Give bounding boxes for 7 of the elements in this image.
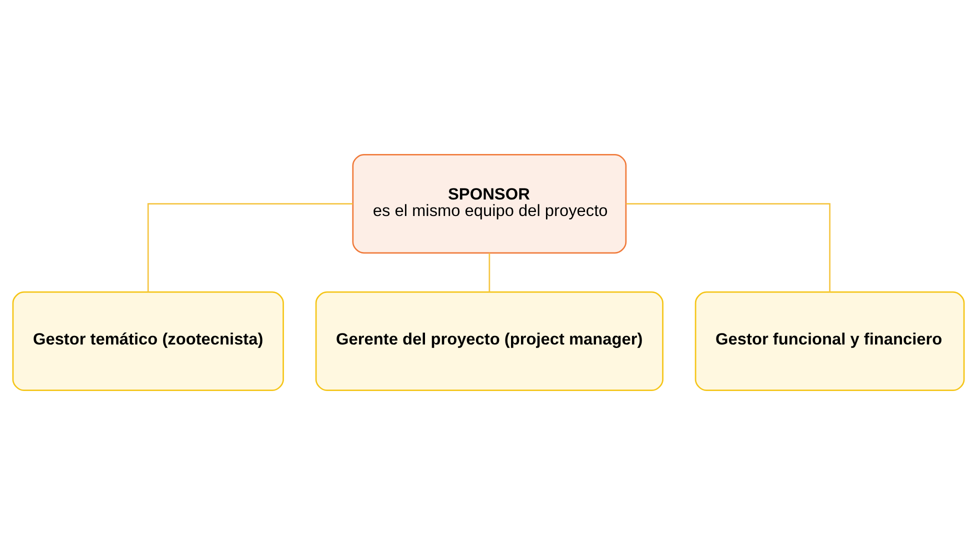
node-box: Gerente del proyecto (project manager) — [315, 290, 664, 391]
node-box: SPONSOR es el mismo equipo del proyecto — [352, 153, 627, 254]
connector — [488, 252, 490, 292]
node-box: Gestor funcional y financiero — [694, 290, 965, 391]
node-box: Gestor temático (zootecnista) — [12, 290, 284, 391]
connector — [626, 202, 830, 292]
connector — [147, 202, 353, 292]
